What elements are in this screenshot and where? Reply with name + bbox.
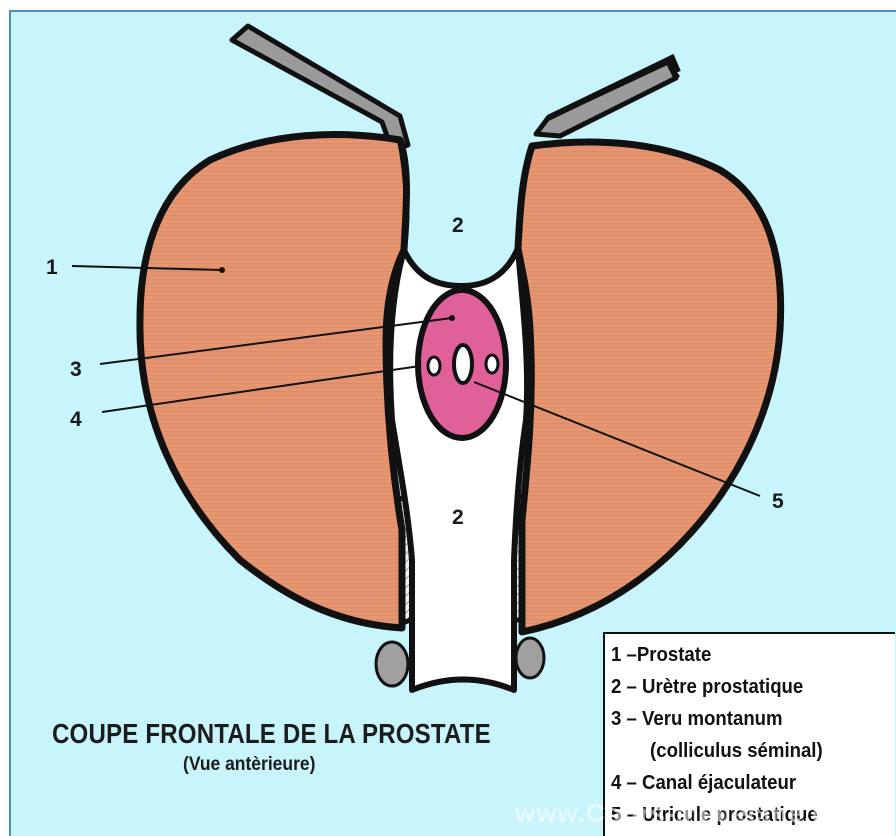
legend-item-4: 4 – Canal éjaculateur xyxy=(611,768,875,800)
left-ejaculatory-opening xyxy=(428,357,440,375)
right-base-gland xyxy=(516,638,544,678)
callout-1: 1 xyxy=(46,256,58,279)
callout-4: 4 xyxy=(70,408,82,431)
diagram-subtitle: (Vue antèrieure) xyxy=(183,754,315,776)
callout-2-bottom: 2 xyxy=(452,506,464,529)
left-base-gland xyxy=(376,642,408,686)
right-ejaculatory-opening xyxy=(486,355,498,373)
legend-item-2: 2 – Urètre prostatique xyxy=(611,672,875,704)
callout-5: 5 xyxy=(772,490,784,513)
diagram-title: COUPE FRONTALE DE LA PROSTATE xyxy=(52,718,482,750)
prostate-right-lobe xyxy=(518,142,781,632)
legend-item-3-detail: (colliculus séminal) xyxy=(611,736,875,768)
callout-2-top: 2 xyxy=(452,214,464,237)
callout-3: 3 xyxy=(70,358,82,381)
right-upper-duct xyxy=(536,62,676,136)
prostate-left-lobe xyxy=(140,135,407,628)
legend-item-1: 1 –Prostate xyxy=(611,640,875,672)
legend-item-3: 3 – Veru montanum xyxy=(611,704,875,736)
watermark: www.Cours-medecine.com xyxy=(515,798,868,829)
prostatic-utricle xyxy=(454,345,472,383)
